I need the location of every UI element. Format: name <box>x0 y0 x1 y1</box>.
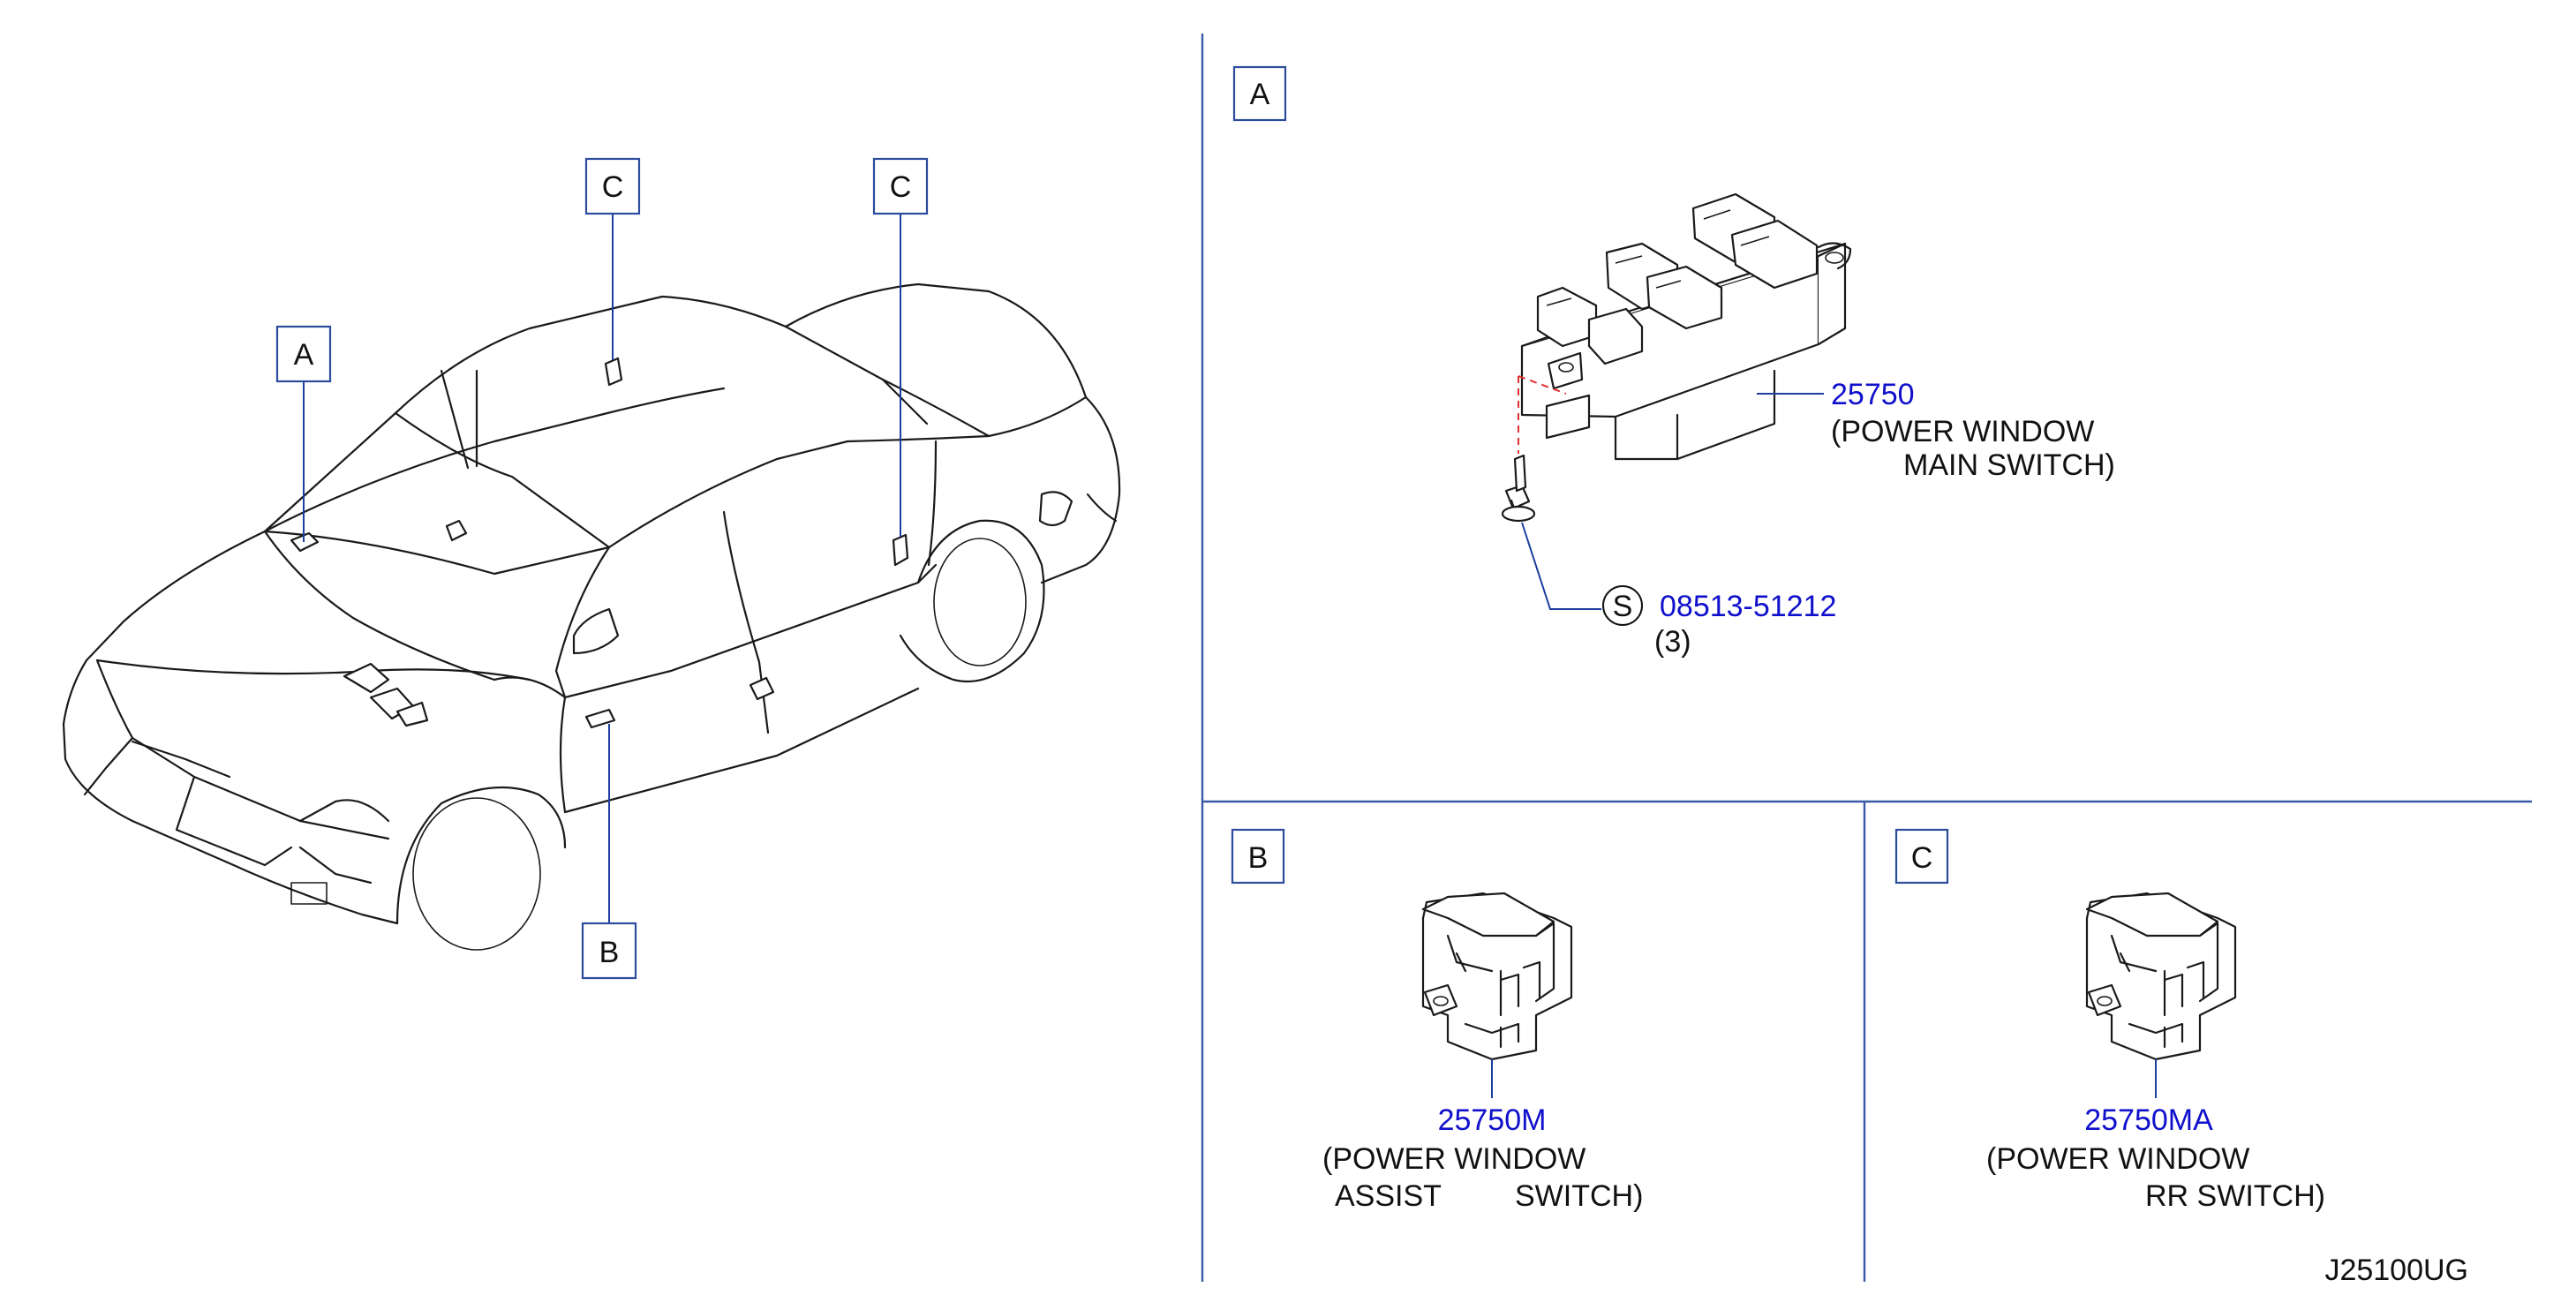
callout-b-car: B <box>581 922 637 980</box>
diagram-code: J25100UG <box>2324 1254 2468 1287</box>
callout-a-panel: A <box>1232 65 1287 122</box>
screw-leader <box>1521 522 1601 610</box>
callout-a-panel-label: A <box>1250 78 1270 111</box>
main-switch-drawing <box>1501 192 1852 523</box>
callout-b-panel: B <box>1231 828 1285 885</box>
assist-switch-desc-line2b: SWITCH) <box>1515 1179 1643 1213</box>
car-switch-markers <box>290 357 909 729</box>
rr-switch-desc-line1: (POWER WINDOW <box>1986 1142 2249 1176</box>
screw-quantity: (3) <box>1654 625 1691 659</box>
screw-alignment-dashes <box>1518 375 1567 454</box>
callout-c-car-front: C <box>584 157 641 215</box>
callout-c-car-rear: C <box>872 157 929 215</box>
assist-switch-drawing <box>1421 892 1573 1061</box>
screw-part-number[interactable]: 08513-51212 <box>1660 590 1836 623</box>
rr-switch-drawing <box>2085 892 2237 1061</box>
callout-c-car-rear-label: C <box>890 170 912 204</box>
callout-b-car-label: B <box>599 936 620 969</box>
screw-symbol: S <box>1602 585 1643 626</box>
screw-symbol-label: S <box>1613 590 1633 623</box>
callout-a-car: A <box>275 325 332 383</box>
main-switch-desc-line2: MAIN SWITCH) <box>1903 448 2115 482</box>
rr-switch-desc-line2: RR SWITCH) <box>2145 1179 2325 1213</box>
assist-switch-part-number[interactable]: 25750M <box>1438 1103 1547 1137</box>
panel-dividers <box>1201 34 2532 1282</box>
assist-switch-desc-line1: (POWER WINDOW <box>1322 1142 1586 1176</box>
callout-b-panel-label: B <box>1248 841 1269 875</box>
callout-c-panel: C <box>1894 828 1949 885</box>
main-switch-desc-line1: (POWER WINDOW <box>1831 415 2094 448</box>
car-leaders <box>303 214 901 923</box>
assist-switch-desc-line2a: ASSIST <box>1335 1179 1442 1213</box>
callout-c-panel-label: C <box>1911 841 1933 875</box>
car-illustration <box>62 282 1121 951</box>
callout-a-car-label: A <box>294 338 314 372</box>
main-switch-part-number[interactable]: 25750 <box>1831 378 1915 411</box>
rr-switch-part-number[interactable]: 25750MA <box>2084 1103 2213 1137</box>
callout-c-car-front-label: C <box>602 170 624 204</box>
